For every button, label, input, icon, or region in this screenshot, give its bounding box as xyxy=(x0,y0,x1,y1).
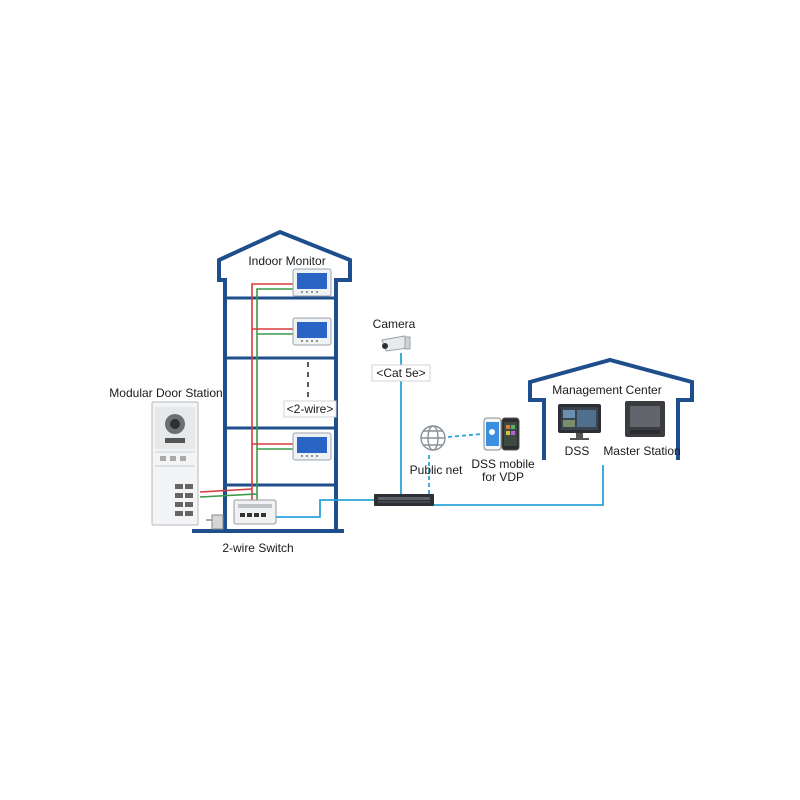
door-lock-icon xyxy=(206,514,224,530)
management-center-building xyxy=(528,357,694,460)
green-wire xyxy=(199,493,258,498)
residential-building xyxy=(192,229,352,533)
master-station[interactable] xyxy=(625,401,665,437)
cat5e-label-box xyxy=(371,364,431,382)
indoor-monitor-label: Indoor Monitor xyxy=(248,254,325,268)
phone-app-icon xyxy=(489,429,495,435)
indoor-monitor[interactable] xyxy=(292,268,332,297)
dss-mobile-phone[interactable] xyxy=(483,417,502,451)
management-building-outline xyxy=(528,357,694,460)
indoor-monitor[interactable] xyxy=(292,432,332,461)
network-cable xyxy=(433,465,604,506)
network-cable xyxy=(276,499,378,518)
cat5e-label: <Cat 5e> xyxy=(376,366,425,380)
network-switch[interactable] xyxy=(374,494,434,506)
building-outline xyxy=(217,229,352,530)
two-wire-label-box xyxy=(283,400,337,418)
master-station-label: Master Station xyxy=(603,444,680,458)
public-net-label: Public net xyxy=(410,463,463,477)
internet-link xyxy=(447,433,483,438)
modular-door-station-label: Modular Door Station xyxy=(109,386,222,400)
green-wire xyxy=(256,288,293,500)
globe-icon xyxy=(420,425,446,451)
dss-mobile-phone[interactable] xyxy=(501,417,520,451)
dss-mobile-label: for VDP xyxy=(482,470,524,484)
two-wire-cabling xyxy=(199,283,293,500)
management-center-label: Management Center xyxy=(552,383,661,397)
two-wire-switch-label: 2-wire Switch xyxy=(222,541,293,555)
dss-workstation[interactable] xyxy=(558,404,601,440)
ip-camera[interactable] xyxy=(381,335,411,352)
dss-mobile-label: DSS mobile xyxy=(471,457,535,471)
two-wire-label: <2-wire> xyxy=(287,402,334,416)
modular-door-station[interactable] xyxy=(151,401,199,526)
camera-label: Camera xyxy=(373,317,416,331)
two-wire-switch[interactable] xyxy=(233,499,277,525)
red-wire xyxy=(199,488,253,493)
dss-label: DSS xyxy=(565,444,590,458)
red-wire xyxy=(251,283,293,500)
indoor-monitor[interactable] xyxy=(292,317,332,346)
call-button-panel xyxy=(175,484,193,516)
